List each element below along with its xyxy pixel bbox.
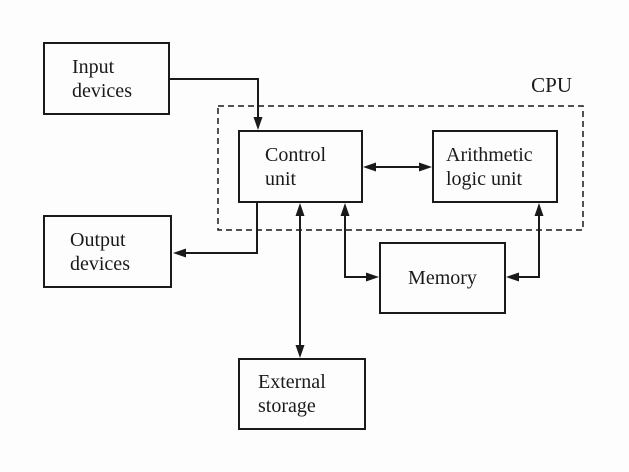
- edge-input-to-control: [170, 78, 263, 130]
- edge-control-alu: [363, 162, 432, 172]
- node-control-unit: Control unit: [238, 130, 363, 203]
- node-arithmetic-logic-unit: Arithmetic logic unit: [432, 130, 558, 203]
- edge-control-external: [295, 203, 305, 358]
- node-output-devices: Output devices: [43, 215, 172, 288]
- edge-control-memory: [340, 203, 379, 282]
- node-input-devices-label: Input devices: [72, 55, 132, 102]
- node-external-storage-label: External storage: [258, 371, 326, 417]
- cpu-region-label: CPU: [531, 73, 572, 97]
- edge-control-to-output: [173, 203, 258, 258]
- edge-alu-memory: [506, 203, 544, 282]
- node-memory: Memory: [379, 242, 506, 314]
- node-memory-label: Memory: [408, 267, 477, 289]
- node-output-devices-label: Output devices: [70, 228, 130, 275]
- cpu-dashed-boundary: [217, 105, 584, 231]
- node-control-unit-label: Control unit: [265, 143, 327, 190]
- node-input-devices: Input devices: [43, 42, 170, 115]
- node-external-storage: External storage: [238, 358, 366, 430]
- node-arithmetic-logic-unit-label: Arithmetic logic unit: [446, 143, 533, 190]
